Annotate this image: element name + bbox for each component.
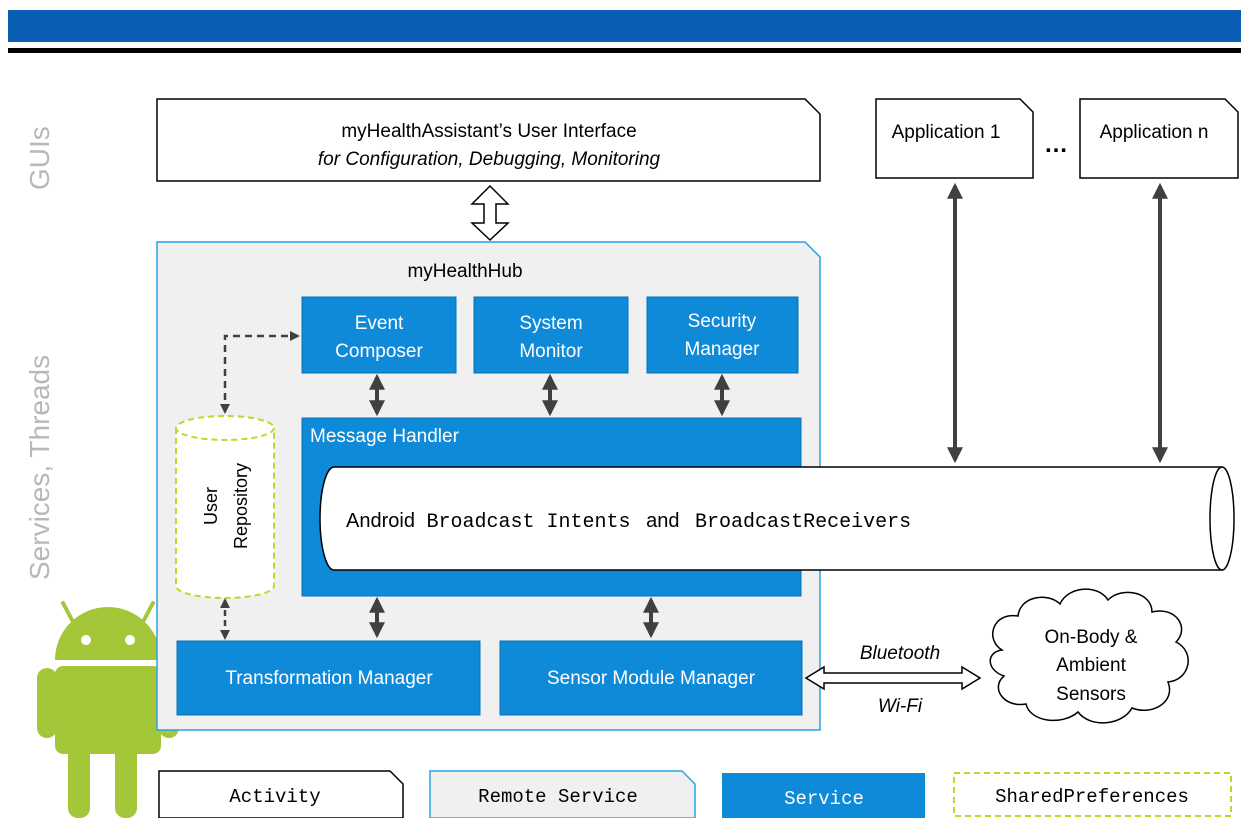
legend-activity-label: Activity [229,786,320,808]
bus-and: and [646,510,679,532]
legend-activity: Activity [158,770,404,818]
event-composer-line1: Event [355,313,404,334]
ui-hub-hollow-arrow [470,184,510,242]
dashed-arrow-repo-event-composer [220,331,300,414]
legend-remote-service: Remote Service [429,770,696,818]
sensor-module-manager-service[interactable]: Sensor Module Manager [499,640,803,716]
wireless-hollow-arrow [804,665,982,691]
sensors-line2: Ambient [1056,655,1126,676]
sensors-cloud: On-Body & Ambient Sensors [989,588,1189,724]
application-1-label: Application 1 [892,122,1001,143]
legend-shared-preferences-label: SharedPreferences [995,786,1189,808]
legend-remote-service-label: Remote Service [478,786,638,808]
security-manager-line1: Security [688,311,757,332]
user-repository-shared-prefs[interactable]: User Repository [175,415,275,599]
sensors-line1: On-Body & [1045,627,1138,648]
event-composer-line2: Composer [335,341,423,362]
user-repository-line1: User [201,487,221,525]
security-manager-service[interactable]: Security Manager [646,296,799,374]
legend-shared-preferences: SharedPreferences [953,772,1232,817]
ui-subtitle: for Configuration, Debugging, Monitoring [318,149,661,170]
system-monitor-line2: Monitor [519,341,583,362]
legend-service: Service [722,773,925,818]
broadcast-bus-cylinder [319,466,1235,571]
application-1-box[interactable]: Application 1 [875,98,1034,179]
layer-label-services: Services, Threads [24,355,55,580]
user-interface-activity[interactable]: myHealthAssistant’s User Interface for C… [156,98,821,182]
transformation-manager-label: Transformation Manager [225,668,433,689]
sensors-line3: Sensors [1056,684,1126,705]
message-handler-label: Message Handler [310,426,460,447]
sensor-module-manager-label: Sensor Module Manager [547,668,756,689]
broadcast-bus-label: Android Broadcast Intents and BroadcastR… [346,510,911,534]
wifi-label: Wi-Fi [878,696,923,717]
header-rule [8,48,1241,53]
application-n-label: Application n [1100,122,1209,143]
myhealthhub-title: myHealthHub [407,261,522,282]
security-manager-line2: Manager [685,339,761,360]
bus-prefix: Android [346,510,415,532]
header-bar [8,10,1241,42]
legend-service-label: Service [784,788,864,810]
ui-title: myHealthAssistant’s User Interface [341,121,636,142]
bus-intents: Broadcast Intents [427,511,631,534]
transformation-manager-service[interactable]: Transformation Manager [176,640,481,716]
system-monitor-line1: System [519,313,582,334]
applications-ellipsis: … [1044,131,1068,158]
system-monitor-service[interactable]: System Monitor [473,296,629,374]
user-repository-line2: Repository [231,463,251,549]
event-composer-service[interactable]: Event Composer [301,296,457,374]
bus-receivers: BroadcastReceivers [695,511,911,534]
application-n-box[interactable]: Application n [1079,98,1239,179]
bluetooth-label: Bluetooth [860,643,940,664]
layer-label-guis: GUIs [24,126,55,190]
